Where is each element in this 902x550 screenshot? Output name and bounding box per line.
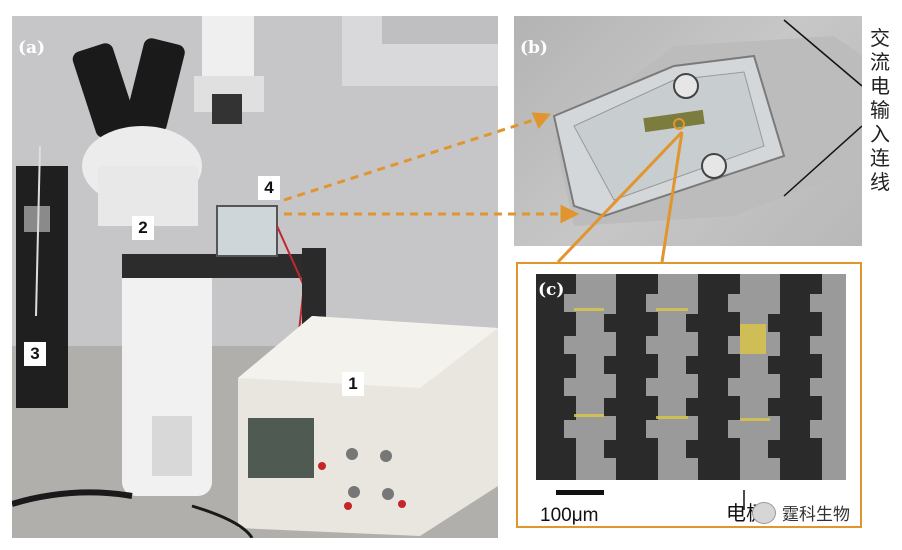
label-chip: 4 — [258, 176, 280, 200]
panel-c-micrograph: (c) — [516, 262, 862, 528]
wechat-icon — [752, 501, 776, 524]
panel-a-label: (a) — [18, 38, 46, 58]
panel-b-label: (b) — [520, 38, 548, 58]
watermark-text: 霆科生物 — [782, 505, 850, 525]
label-signal-generator: 1 — [342, 372, 364, 396]
lab-setup-illustration — [12, 16, 498, 538]
ac-input-wire-label: 交 流 电 输 入 连 线 — [870, 26, 890, 194]
panel-b-chip-photo: (b) — [514, 16, 862, 246]
panel-c-label: (c) — [538, 280, 565, 300]
label-microscope: 2 — [132, 216, 154, 240]
scale-bar — [556, 490, 604, 495]
panel-a-photo: (a) 1 2 3 4 — [12, 16, 498, 538]
scale-bar-label: 100μm — [540, 505, 599, 526]
watermark: 霆科生物 — [752, 500, 850, 525]
label-syringe-pump: 3 — [24, 342, 46, 366]
electrode-micrograph — [536, 274, 846, 480]
chip-illustration — [552, 19, 862, 226]
